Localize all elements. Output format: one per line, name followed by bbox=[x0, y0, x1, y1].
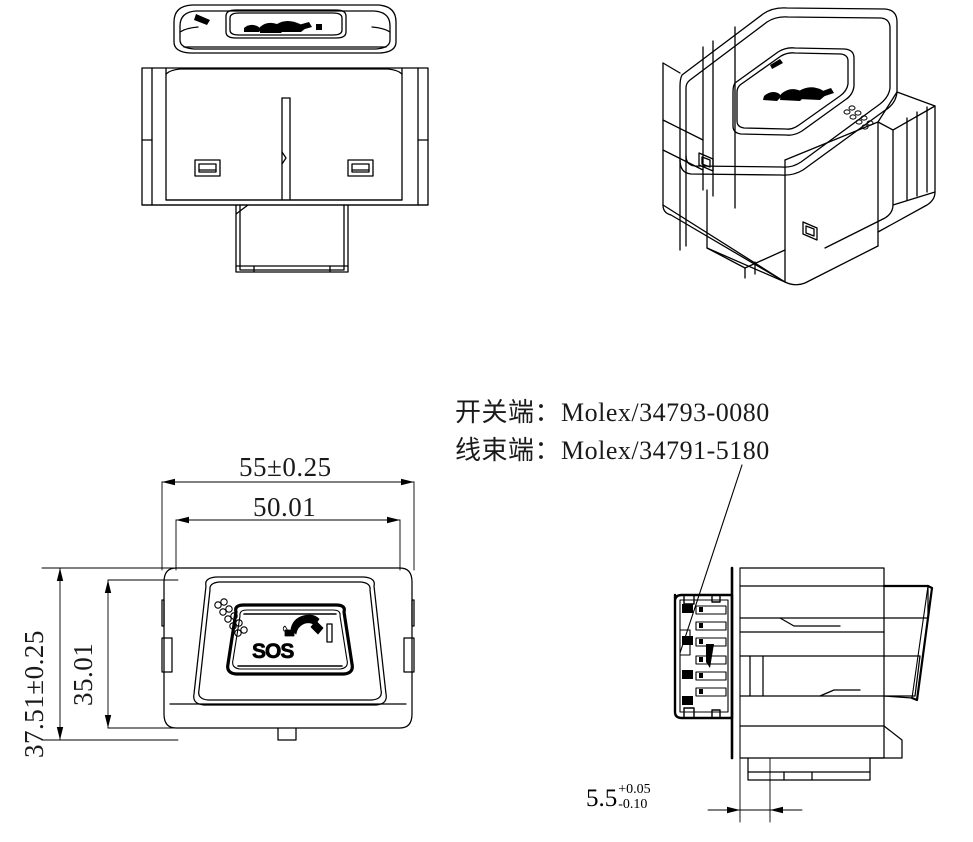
view-side-section bbox=[620, 464, 970, 840]
dimension-depth-tol-lower: -0.10 bbox=[618, 797, 648, 813]
callout-harness-end: 线束端：Molex/34791-5180 bbox=[455, 436, 770, 465]
dimension-overall-width: 55±0.25 bbox=[239, 452, 332, 482]
dimension-depth-base: 5.5 bbox=[586, 785, 618, 813]
dimension-inner-height: 35.01 bbox=[68, 642, 98, 706]
callout-switch-end: 开关端：Molex/34793-0080 bbox=[455, 398, 770, 427]
dimension-depth-tol-upper: +0.05 bbox=[618, 782, 651, 797]
dimension-depth: 5.5 +0.05 -0.10 bbox=[586, 782, 651, 815]
view-front-elevation bbox=[140, 0, 460, 290]
view-face-plan: SOS bbox=[20, 440, 460, 780]
dimension-overall-height: 37.51±0.25 bbox=[19, 630, 49, 758]
view-isometric bbox=[645, 0, 970, 290]
svg-text:SOS: SOS bbox=[252, 640, 294, 663]
dimension-inner-width: 50.01 bbox=[253, 492, 317, 522]
